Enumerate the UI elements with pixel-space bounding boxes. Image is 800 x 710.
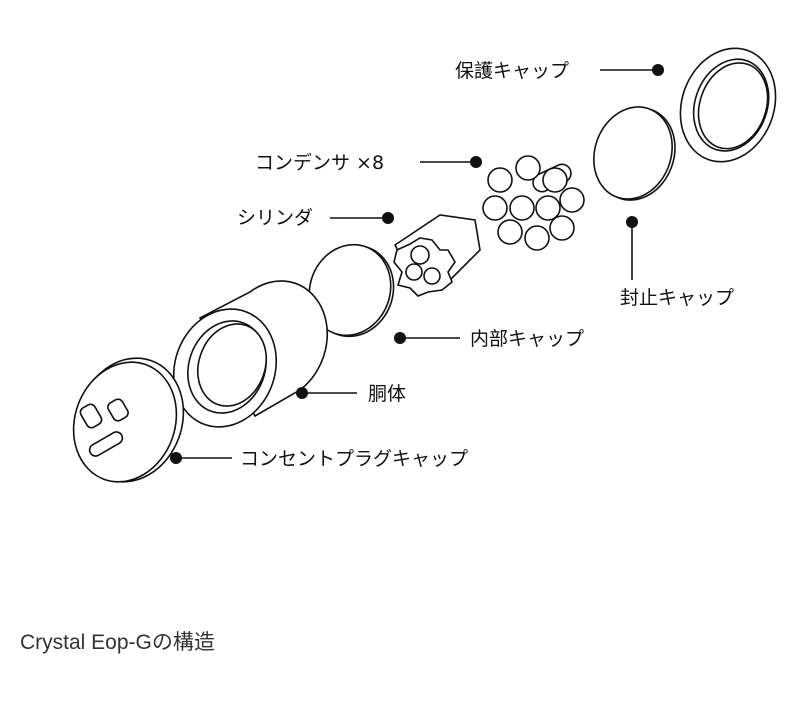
leader-sealing-cap <box>626 216 638 280</box>
diagram-caption: Crystal Eop-Gの構造 <box>20 631 215 654</box>
label-inner-cap: 内部キャップ <box>470 328 584 350</box>
label-cylinder: シリンダ <box>237 207 313 229</box>
label-capacitors: コンデンサ ×8 <box>255 152 384 174</box>
body-part <box>172 280 329 428</box>
plug-cap-part <box>72 357 185 483</box>
leader-plug-cap <box>170 452 232 464</box>
leader-body <box>296 387 357 399</box>
leader-cylinder <box>330 212 394 224</box>
leader-inner-cap <box>394 332 460 344</box>
label-body: 胴体 <box>368 383 406 405</box>
capacitors-part <box>482 155 585 251</box>
leader-capacitors <box>420 156 482 168</box>
inner-cap-part <box>308 243 395 338</box>
label-plug-cap: コンセントプラグキャップ <box>240 448 468 470</box>
sealing-cap-part <box>593 106 676 201</box>
label-protective-cap: 保護キャップ <box>455 60 569 82</box>
cylinder-part <box>393 214 481 297</box>
leader-protective-cap <box>600 64 664 76</box>
label-sealing-cap: 封止キャップ <box>620 287 734 309</box>
protective-cap-part <box>679 47 777 163</box>
